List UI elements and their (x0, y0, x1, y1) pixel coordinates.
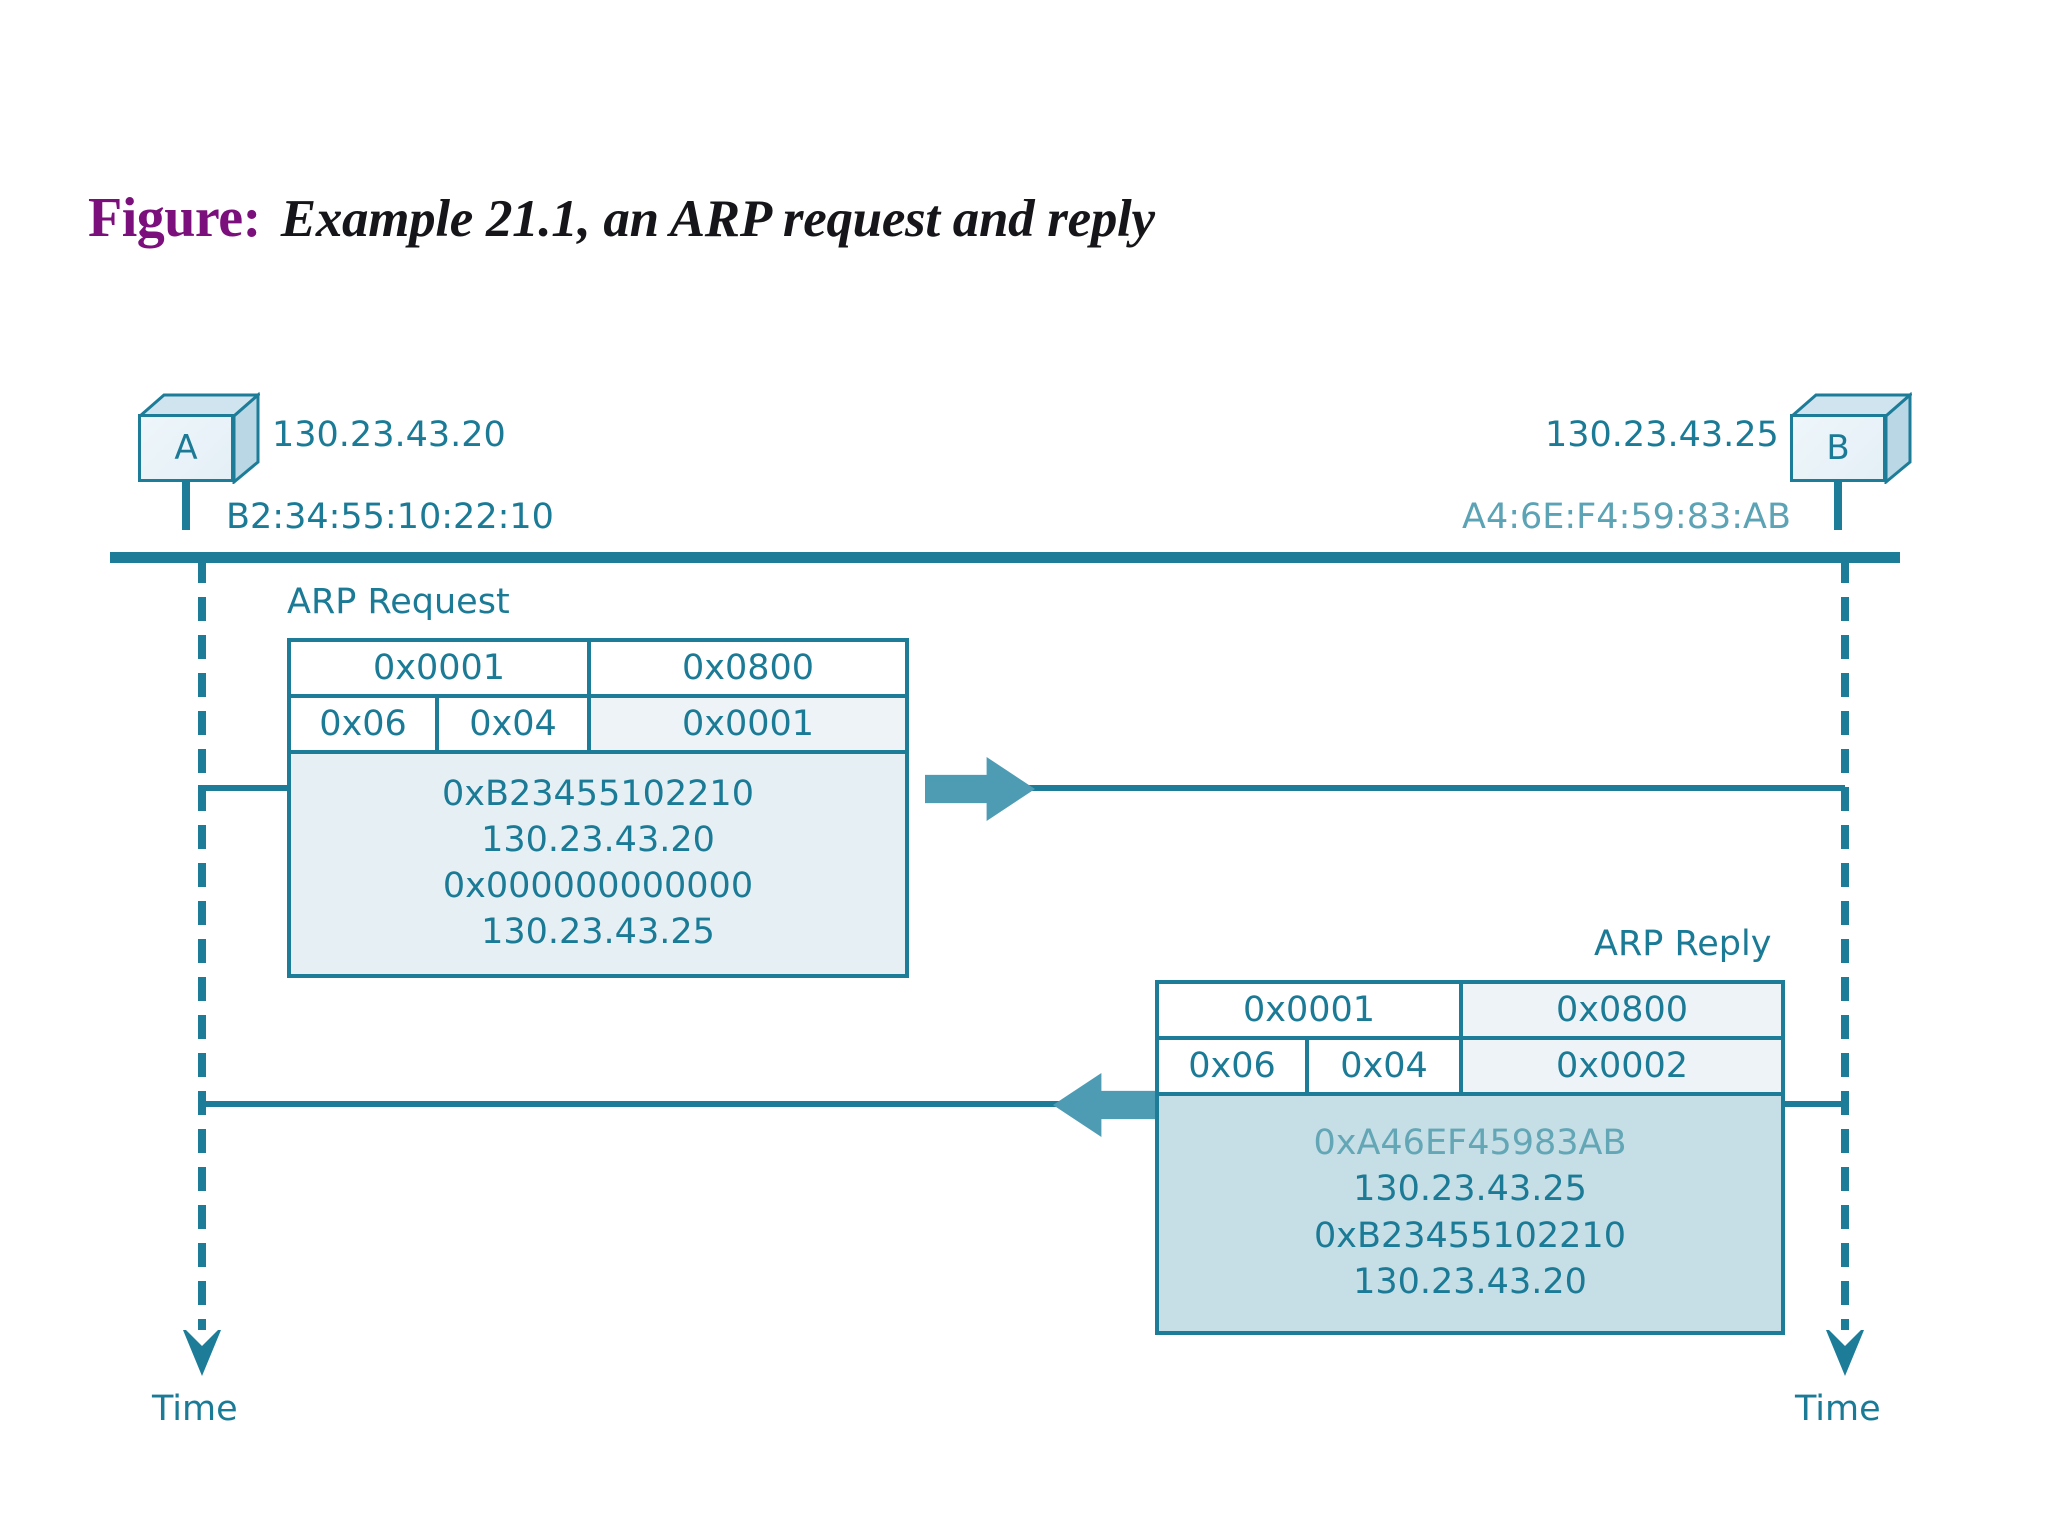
arp-reply-sender-mac: 0xA46EF45983AB (1313, 1123, 1627, 1164)
host-b-lifeline (1841, 563, 1849, 1353)
host-a-lifeline (198, 563, 206, 1353)
host-a-stem (182, 482, 190, 530)
arp-reply-hardware-len: 0x06 (1159, 1040, 1309, 1096)
arp-request-hardware-len: 0x06 (291, 698, 439, 754)
arp-request-target-mac: 0x000000000000 (442, 866, 754, 906)
arp-request-packet: 0x0001 0x0800 0x06 0x04 0x0001 0xB234551… (287, 638, 909, 978)
arp-reply-protocol-type: 0x0800 (1463, 984, 1781, 1040)
host-a-mac: B2:34:55:10:22:10 (226, 497, 554, 537)
arp-request-sender-mac: 0xB23455102210 (442, 773, 754, 814)
arp-reply-header-row-2: 0x06 0x04 0x0002 (1159, 1040, 1781, 1096)
host-b-3d-box-icon (1790, 392, 1912, 484)
reply-line-left (198, 1101, 1078, 1107)
host-a-ip: 130.23.43.20 (272, 415, 506, 455)
host-b-face: B (1790, 414, 1886, 482)
host-a-3d-box-icon (138, 392, 260, 484)
arp-reply-caption: ARP Reply (1594, 924, 1772, 964)
arp-request-arrow-icon (925, 757, 1035, 821)
arp-request-body: 0xB23455102210 130.23.43.20 0x0000000000… (291, 754, 905, 974)
host-b-time-arrow-icon (1826, 1330, 1864, 1376)
figure-title: Figure: Example 21.1, an ARP request and… (88, 186, 1155, 250)
arp-request-caption: ARP Request (287, 582, 510, 622)
arp-request-target-ip: 130.23.43.25 (481, 912, 715, 953)
host-b-mac: A4:6E:F4:59:83:AB (1462, 497, 1791, 537)
host-b-label: B (1826, 428, 1850, 468)
arp-reply-header-row-1: 0x0001 0x0800 (1159, 984, 1781, 1040)
arp-request-operation: 0x0001 (591, 698, 905, 754)
figure-title-caption: Example 21.1, an ARP request and reply (280, 190, 1155, 248)
arp-reply-sender-ip: 130.23.43.25 (1353, 1169, 1587, 1210)
arp-request-protocol-len: 0x04 (439, 698, 591, 754)
host-b-node: B (1790, 392, 1912, 530)
host-a-time-arrow-icon (183, 1330, 221, 1376)
host-a-face: A (138, 414, 234, 482)
arp-request-sender-ip: 130.23.43.20 (481, 819, 715, 860)
network-bus-line (110, 552, 1900, 563)
arp-request-hardware-type: 0x0001 (291, 642, 591, 698)
host-b-stem (1834, 482, 1842, 530)
arp-reply-protocol-len: 0x04 (1309, 1040, 1463, 1096)
arp-reply-packet: 0x0001 0x0800 0x06 0x04 0x0002 0xA46EF45… (1155, 980, 1785, 1335)
host-b-ip: 130.23.43.25 (1545, 415, 1779, 455)
request-line-left (198, 785, 294, 791)
request-line-right (930, 785, 1845, 791)
arp-reply-target-ip: 130.23.43.20 (1353, 1261, 1587, 1302)
arp-reply-target-mac: 0xB23455102210 (1314, 1215, 1626, 1256)
host-b-time-label: Time (1795, 1389, 1881, 1429)
arp-reply-arrow-icon (1053, 1073, 1163, 1137)
arp-request-protocol-type: 0x0800 (591, 642, 905, 698)
arp-reply-hardware-type: 0x0001 (1159, 984, 1463, 1040)
figure-title-label: Figure: (88, 187, 261, 249)
host-a-time-label: Time (152, 1389, 238, 1429)
arp-reply-operation: 0x0002 (1463, 1040, 1781, 1096)
arp-request-header-row-1: 0x0001 0x0800 (291, 642, 905, 698)
host-a-node: A (138, 392, 260, 530)
arp-reply-body: 0xA46EF45983AB 130.23.43.25 0xB234551022… (1159, 1096, 1781, 1331)
arp-request-header-row-2: 0x06 0x04 0x0001 (291, 698, 905, 754)
host-a-label: A (174, 428, 198, 468)
